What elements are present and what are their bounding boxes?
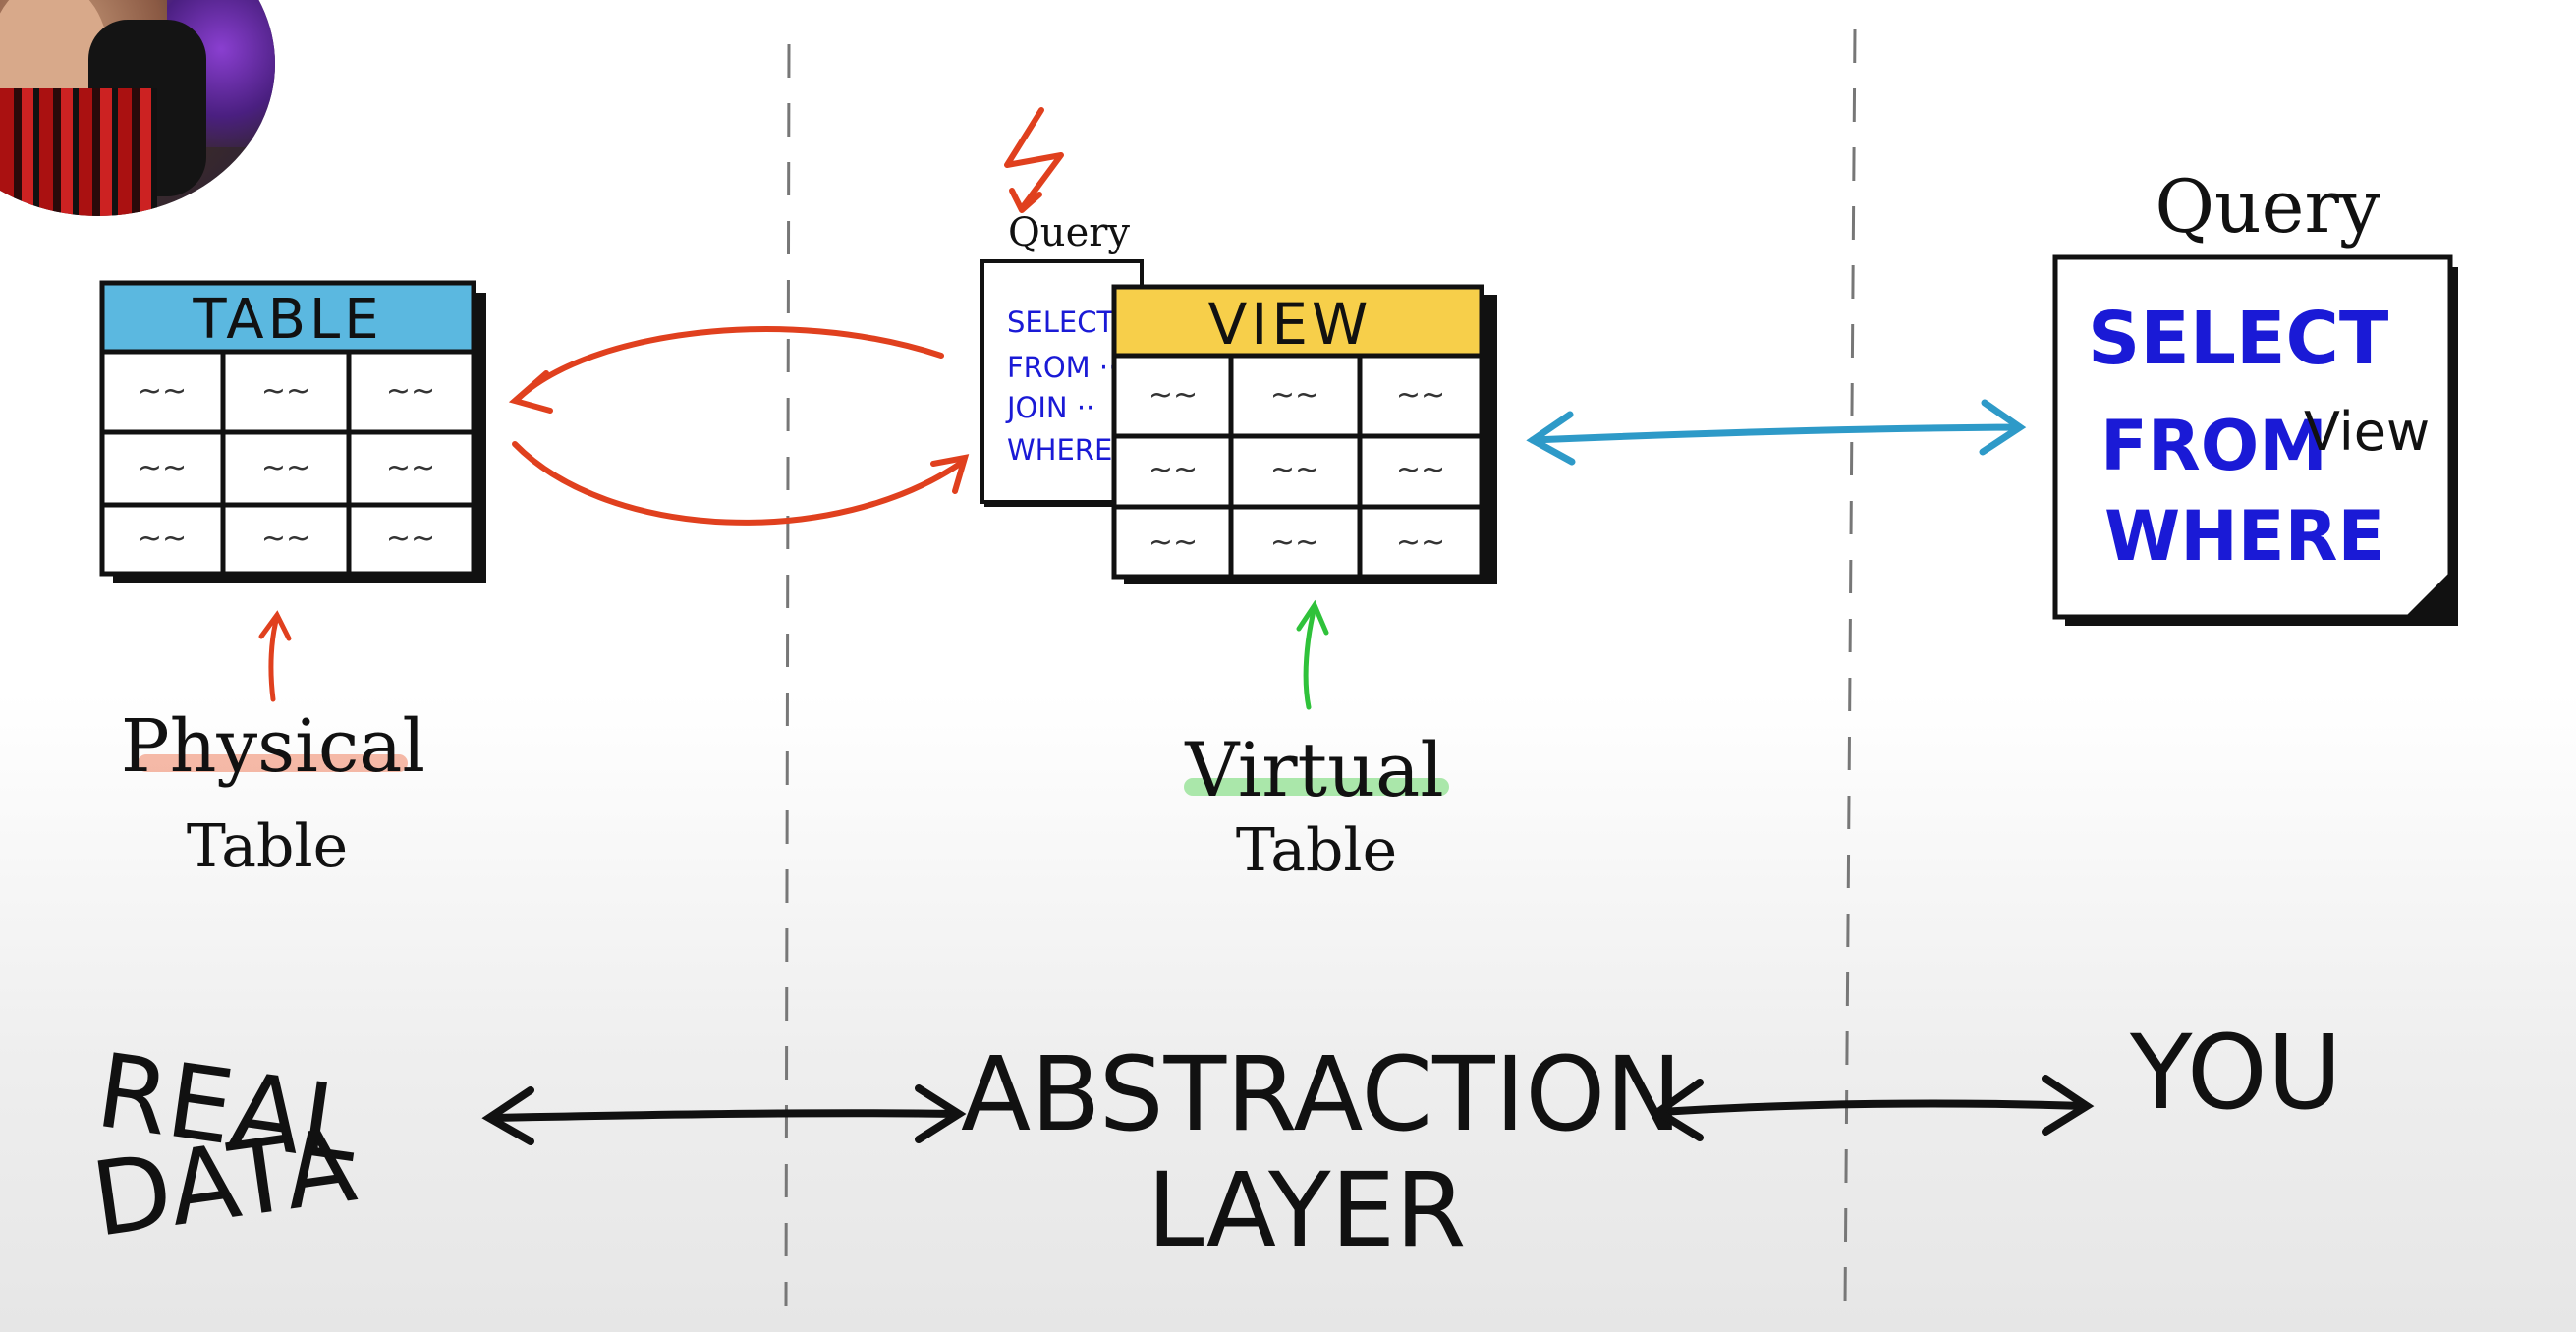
divider-right [1843,28,1857,1307]
table-cell: ~~ [138,522,187,556]
red-up-arrow [258,610,292,702]
red-loop-arrow [508,326,970,526]
table-cell: ~~ [261,522,310,556]
user-query-sheet: Query SELECT FROM View WHERE [2052,165,2458,626]
black-double-arrow-right [1651,1075,2095,1141]
green-up-arrow [1296,599,1329,710]
bottom-row: REAL DATA ABSTRACTION LAYER YOU [85,1013,2342,1270]
table-cell: ~~ [1270,378,1319,413]
table-cell: ~~ [1396,453,1445,487]
virtual-label: Virtual [1184,726,1443,813]
user-query-title: Query [2155,165,2380,250]
table-cell: ~~ [1148,378,1198,413]
view-query-line: JOIN ·· [1005,391,1094,424]
lightning-icon [1004,107,1064,213]
abstraction-label-line1: ABSTRACTION [961,1034,1682,1154]
view-query-title: Query [1008,210,1130,255]
table-cell: ~~ [138,374,187,409]
table-cell: ~~ [386,522,435,556]
table-cell: ~~ [1270,526,1319,560]
view-query-line: FROM ·· [1007,351,1117,384]
table-cell: ~~ [261,451,310,485]
black-double-arrow-left [481,1084,967,1145]
view-query-line: SELECT [1007,305,1114,339]
sql-select: SELECT [2088,297,2389,381]
you-label: YOU [2129,1013,2342,1133]
blue-double-arrow [1526,399,2027,466]
physical-table: TABLE ~~ ~~ ~~ ~~ ~~ ~~ ~~ ~~ ~~ [99,280,486,583]
table-cell: ~~ [1148,453,1198,487]
table-cell: ~~ [1148,526,1198,560]
sql-from: FROM [2100,406,2327,486]
view-table-header: VIEW [1208,291,1372,358]
table-cell: ~~ [1396,378,1445,413]
physical-table-label: Table [187,812,348,881]
physical-label: Physical [121,704,425,789]
view-table: VIEW ~~ ~~ ~~ ~~ ~~ ~~ ~~ ~~ ~~ [1111,284,1497,584]
table-cell: ~~ [1396,526,1445,560]
sql-view-name: View [2304,401,2430,463]
sql-where: WHERE [2104,496,2384,577]
physical-table-header: TABLE [192,288,382,352]
view-query-line: WHERE [1007,433,1112,467]
table-cell: ~~ [1270,453,1319,487]
virtual-table-label: Table [1236,816,1397,885]
table-cell: ~~ [261,374,310,409]
presenter-webcam [0,0,275,216]
table-cell: ~~ [386,451,435,485]
table-cell: ~~ [138,451,187,485]
table-cell: ~~ [386,374,435,409]
abstraction-label-line2: LAYER [1148,1150,1467,1270]
